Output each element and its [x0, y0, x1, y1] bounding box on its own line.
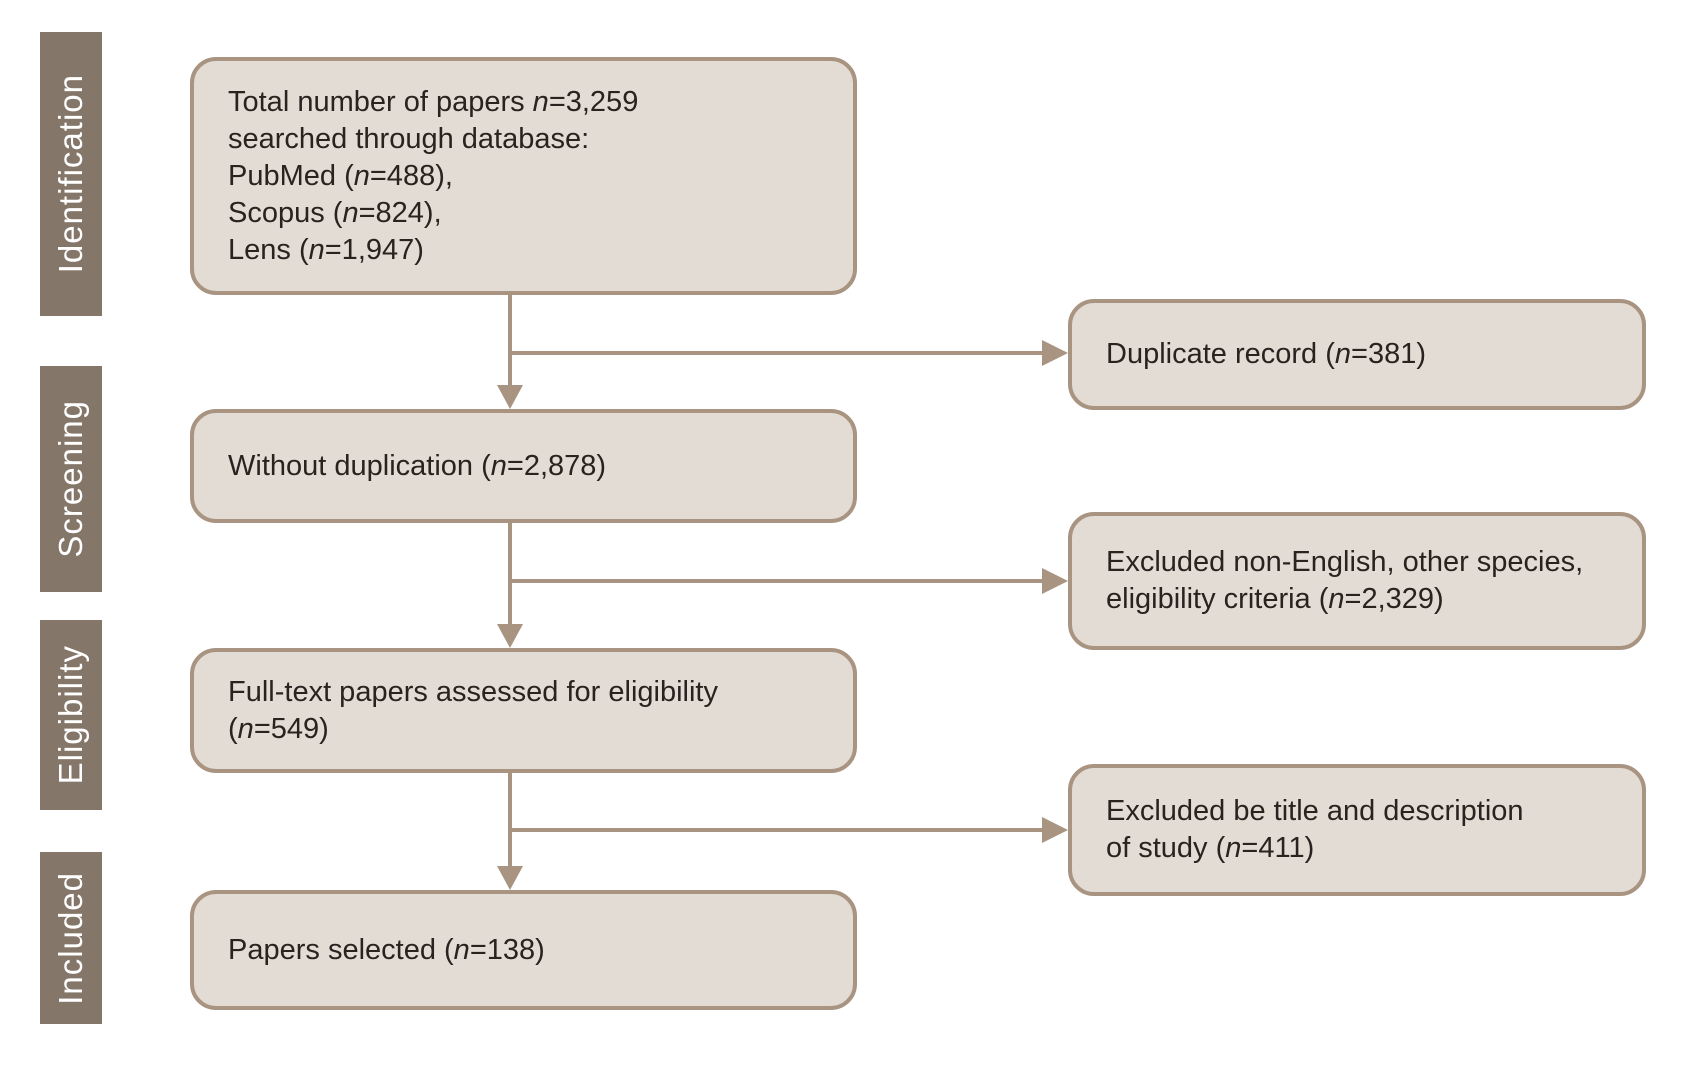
- stage-label-eligibility: Eligibility: [52, 645, 89, 785]
- arrowhead-down-icon: [497, 866, 523, 890]
- connector-branch-to-duplicate-record: [510, 340, 1068, 366]
- connector-branch-to-excluded-screening: [510, 568, 1068, 594]
- arrowhead-down-icon: [497, 624, 523, 648]
- box-papers-selected: Papers selected (n=138): [190, 890, 857, 1010]
- connector-identification-to-screening: [497, 295, 523, 409]
- arrowhead-right-icon: [1042, 817, 1068, 843]
- stage-bar-eligibility: Eligibility: [40, 620, 102, 810]
- box-without-duplication-text: Without duplication (n=2,878): [228, 449, 607, 482]
- stage-label-screening: Screening: [52, 400, 89, 558]
- box-fulltext-assessed: Full-text papers assessed for eligibilit…: [190, 648, 857, 773]
- box-without-duplication: Without duplication (n=2,878): [190, 409, 857, 523]
- box-fulltext-assessed-text: Full-text papers assessed for eligibilit…: [228, 675, 718, 745]
- box-papers-selected-text: Papers selected (n=138): [228, 933, 545, 966]
- stage-bar-identification: Identification: [40, 32, 102, 316]
- box-excluded-screening: Excluded non-English, other species,elig…: [1068, 512, 1646, 650]
- arrowhead-down-icon: [497, 385, 523, 409]
- box-duplicate-record-text: Duplicate record (n=381): [1106, 338, 1426, 370]
- stage-label-identification: Identification: [52, 74, 89, 274]
- arrowhead-right-icon: [1042, 340, 1068, 366]
- arrowhead-right-icon: [1042, 568, 1068, 594]
- stage-bar-included: Included: [40, 852, 102, 1024]
- stage-label-included: Included: [52, 871, 89, 1005]
- connector-eligibility-to-included: [497, 773, 523, 890]
- connector-branch-to-excluded-eligibility: [510, 817, 1068, 843]
- box-duplicate-record: Duplicate record (n=381): [1068, 299, 1646, 410]
- connector-screening-to-eligibility: [497, 523, 523, 648]
- stage-bar-screening: Screening: [40, 366, 102, 592]
- box-excluded-screening-text: Excluded non-English, other species,elig…: [1106, 546, 1584, 615]
